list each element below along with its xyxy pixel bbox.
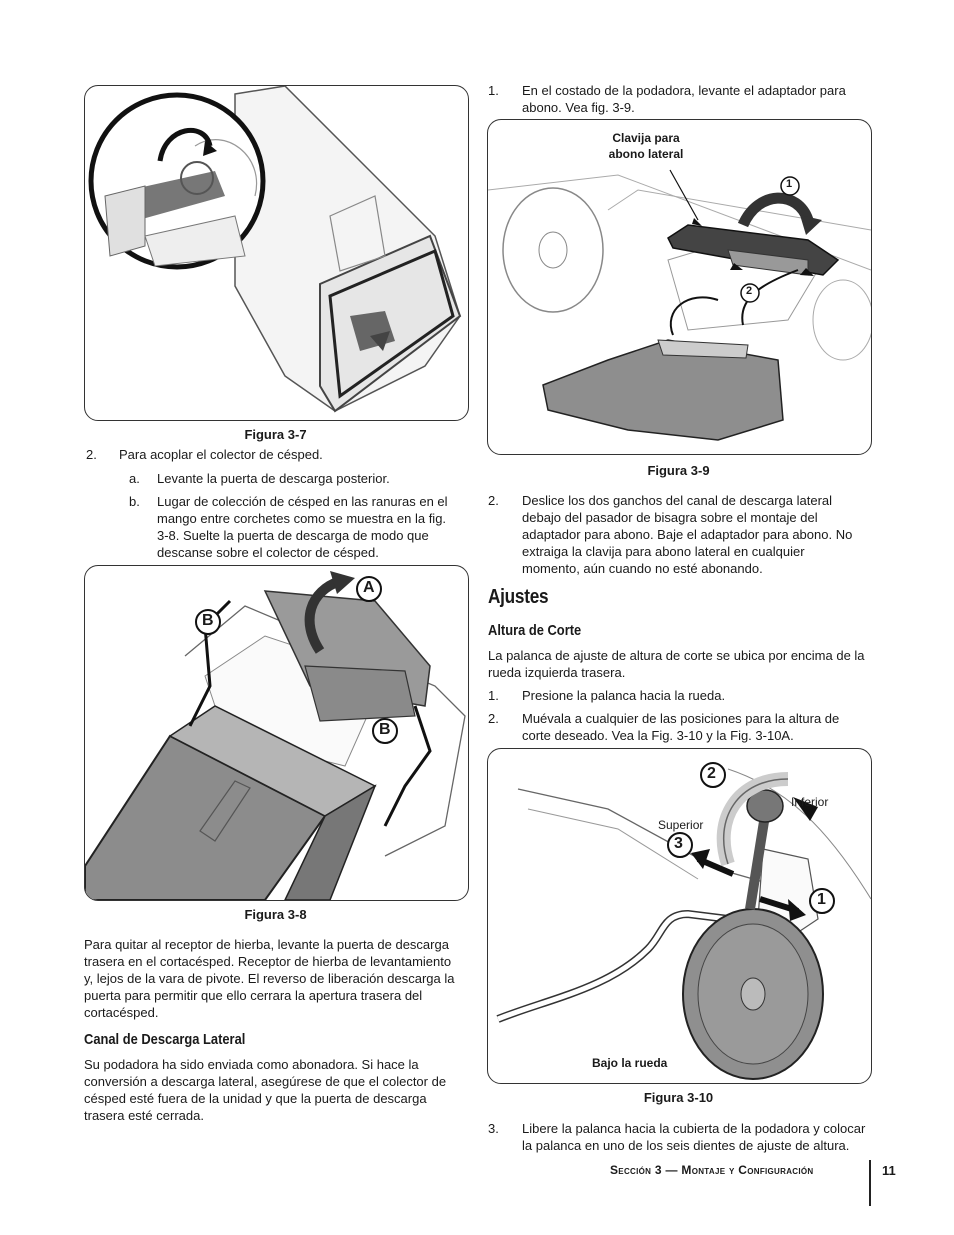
footer-section-title: Sección 3 — Montaje y Configuración	[610, 1163, 814, 1177]
step-2b-text: Lugar de colección de césped en las ranu…	[157, 494, 448, 560]
figure-3-10: 2 3 1 Inferior Superior Bajo la rueda	[487, 748, 872, 1084]
figure-3-8: A B B	[84, 565, 469, 901]
step-2-number: 2.	[86, 447, 97, 462]
figure-3-10-marker-1: 1	[817, 891, 826, 908]
figure-3-10-label-inferior: Inferior	[791, 795, 829, 809]
figure-3-8-label-a: A	[363, 579, 375, 596]
height-step-2-number: 2.	[488, 711, 499, 726]
collector-installation-illustration	[85, 571, 466, 900]
cutting-height-intro: La palanca de ajuste de altura de corte …	[488, 648, 865, 680]
figure-3-8-caption: Figura 3-8	[244, 907, 307, 922]
step-2b-number: b.	[129, 494, 140, 509]
figure-3-10-marker-2: 2	[707, 765, 716, 782]
grass-bag-illustration	[88, 86, 462, 413]
figure-3-9-caption: Figura 3-9	[647, 463, 710, 478]
figure-3-7-caption: Figura 3-7	[244, 427, 307, 442]
height-lever-illustration	[496, 762, 871, 1080]
footer-page-number: 11	[882, 1163, 896, 1178]
remove-collector-paragraph: Para quitar al receptor de hierba, levan…	[84, 937, 455, 1020]
step-2a-text: Levante la puerta de descarga posterior.	[157, 471, 390, 486]
height-step-1-number: 1.	[488, 688, 499, 703]
height-step-1-text: Presione la palanca hacia la rueda.	[522, 688, 726, 703]
figure-3-10-label-superior: Superior	[658, 818, 704, 832]
side-discharge-heading: Canal de Descarga Lateral	[84, 1031, 246, 1048]
right-step-1-text: En el costado de la podadora, levante el…	[522, 83, 846, 115]
step-2a-number: a.	[129, 471, 140, 486]
figure-3-9-marker-1: 1	[786, 178, 793, 190]
step-2-text: Para acoplar el colector de césped.	[119, 447, 323, 462]
side-discharge-paragraph: Su podadora ha sido enviada como abonado…	[84, 1057, 447, 1123]
mulch-adapter-illustration	[488, 169, 871, 441]
right-step-2-number: 2.	[488, 493, 499, 508]
figure-3-8-label-b-right: B	[379, 721, 391, 738]
figure-3-9-callout: Clavija para abono lateral	[608, 131, 684, 161]
height-step-2-text: Muévala a cualquier de las posiciones pa…	[522, 711, 840, 743]
cutting-height-heading: Altura de Corte	[488, 622, 582, 639]
right-step-2-text: Deslice los dos ganchos del canal de des…	[522, 493, 853, 576]
figure-3-10-marker-3: 3	[674, 835, 683, 852]
height-step-3-number: 3.	[488, 1121, 499, 1136]
figure-3-10-label-bajo: Bajo la rueda	[592, 1056, 668, 1070]
figure-3-8-label-b-left: B	[202, 612, 214, 629]
figure-3-9-marker-2: 2	[746, 285, 753, 297]
figure-3-9: Clavija para abono lateral 1 2	[487, 119, 872, 455]
height-step-3-text: Libere la palanca hacia la cubierta de l…	[522, 1121, 866, 1153]
figure-3-7	[84, 85, 469, 421]
adjustments-heading: Ajustes	[488, 586, 549, 608]
footer-divider	[869, 1160, 871, 1206]
figure-3-10-caption: Figura 3-10	[643, 1090, 714, 1105]
right-step-1-number: 1.	[488, 83, 499, 98]
